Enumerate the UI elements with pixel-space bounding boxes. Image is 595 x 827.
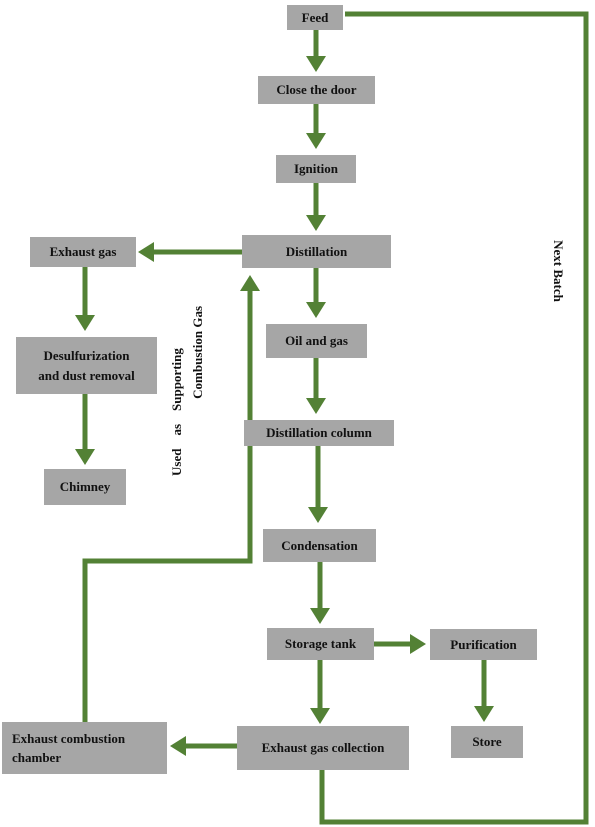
node-feed: Feed	[287, 5, 343, 30]
next-batch-label: Next Batch	[551, 240, 566, 302]
node-distillation-label: Distillation	[285, 243, 348, 259]
node-exhaust-gas-label: Exhaust gas	[49, 244, 117, 260]
supporting-gas-label-line2: Combustion Gas	[189, 306, 205, 399]
node-ignition-label: Ignition	[293, 161, 339, 177]
node-desulfurization-label-line1: Desulfurization	[43, 348, 130, 363]
node-distillation-column: Distillation column	[244, 420, 394, 446]
node-ignition: Ignition	[276, 155, 356, 183]
node-storage-tank-label: Storage tank	[284, 636, 357, 652]
node-store-label: Store	[472, 734, 502, 750]
node-chimney-label: Chimney	[59, 479, 111, 495]
node-exhaust-gas-collection: Exhaust gas collection	[237, 726, 409, 770]
node-condensation-label: Condensation	[281, 537, 358, 553]
node-exhaust-combustion-label-line2: chamber	[12, 750, 62, 765]
node-exhaust-combustion-label-line1: Exhaust combustion	[12, 730, 126, 746]
node-feed-label: Feed	[301, 9, 329, 25]
supporting-gas-label: Used as Supporting Combustion Gas	[167, 306, 211, 476]
node-exhaust-gas-collection-label: Exhaust gas collection	[261, 740, 385, 756]
node-purification-label: Purification	[450, 636, 517, 652]
node-close-the-door: Close the door	[258, 76, 375, 104]
node-exhaust-gas: Exhaust gas	[30, 237, 136, 267]
node-close-the-door-label: Close the door	[276, 82, 357, 98]
node-purification: Purification	[430, 629, 537, 660]
node-oil-and-gas: Oil and gas	[266, 324, 367, 358]
node-store: Store	[451, 726, 523, 758]
node-distillation: Distillation	[242, 235, 391, 268]
node-desulfurization-label-line2: and dust removal	[38, 367, 135, 383]
line-next-batch-loop	[319, 11, 589, 825]
node-chimney: Chimney	[44, 469, 126, 505]
node-desulfurization: Desulfurization and dust removal	[16, 337, 157, 394]
supporting-gas-label-line1: Used as Supporting	[169, 348, 184, 476]
node-exhaust-combustion-chamber: Exhaust combustion chamber	[2, 722, 167, 774]
node-storage-tank: Storage tank	[267, 628, 374, 660]
node-oil-and-gas-label: Oil and gas	[285, 333, 348, 349]
node-condensation: Condensation	[263, 529, 376, 562]
node-distillation-column-label: Distillation column	[266, 425, 372, 441]
